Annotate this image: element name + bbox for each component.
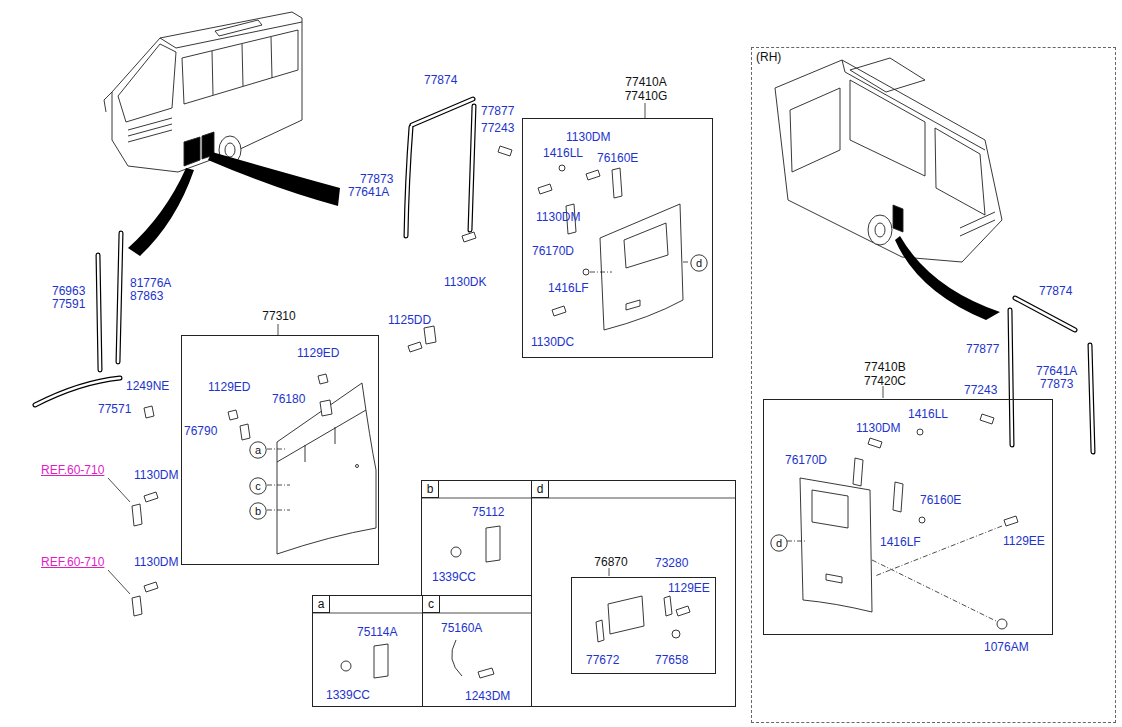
detail-circle: a: [249, 441, 267, 459]
part-number: 75112: [472, 505, 504, 519]
part-number: 77877: [481, 104, 514, 118]
detail-circle: d: [690, 254, 708, 272]
part-number: 76160E: [920, 493, 961, 507]
part-number: 1130DC: [531, 335, 574, 349]
detail-letter: d: [690, 254, 708, 272]
detail-circle: d: [770, 534, 788, 552]
part-number: 77672: [586, 653, 619, 667]
part-number: 81776A: [130, 276, 171, 290]
detail-letter: c: [423, 596, 440, 613]
part-number: 1129ED: [297, 346, 339, 360]
detail-letter: b: [249, 502, 267, 520]
part-number: 1339CC: [326, 688, 370, 702]
part-number: 1130DM: [566, 130, 610, 144]
part-number: 76170D: [532, 244, 574, 258]
part-number: 1125DD: [388, 313, 431, 327]
part-number: 77874: [424, 73, 457, 87]
part-number: 87863: [130, 289, 163, 303]
part-number: 75114A: [357, 625, 397, 639]
part-group-box: 77410B 77420Cd: [763, 399, 1053, 635]
part-number: 1243DM: [465, 689, 510, 703]
detail-circle: c: [249, 477, 267, 495]
part-number: 77243: [481, 121, 514, 135]
part-group-box: 77310acb: [181, 335, 379, 565]
part-number: 1416LL: [908, 407, 948, 421]
part-number: 77243: [964, 383, 997, 397]
part-number: 77874: [1039, 284, 1072, 298]
part-number: 76180: [272, 392, 305, 406]
part-number: 1130DK: [444, 275, 486, 289]
group-heading: 77410B 77420C: [864, 360, 906, 388]
reference-link: REF.60-710: [41, 463, 104, 477]
detail-letter: (RH): [756, 50, 781, 64]
part-number: 1416LL: [543, 146, 583, 160]
part-number: 1076AM: [984, 640, 1029, 654]
detail-letter: a: [313, 596, 330, 613]
detail-letter: d: [770, 534, 788, 552]
part-number: 1129ED: [208, 380, 250, 394]
detail-letter: a: [249, 441, 267, 459]
part-number: 76963: [52, 284, 85, 298]
part-number: 1130DM: [856, 421, 900, 435]
reference-link: REF.60-710: [41, 555, 104, 569]
detail-letter: b: [422, 481, 439, 498]
part-number: 1130DM: [536, 210, 580, 224]
part-number: 77873: [1040, 377, 1073, 391]
part-number: 77571: [98, 402, 131, 416]
part-number: 1130DM: [134, 555, 178, 569]
part-number: 1129EE: [1003, 534, 1045, 548]
part-number: 77873: [360, 172, 393, 186]
part-number: 76160E: [597, 151, 638, 165]
part-number: 1416LF: [880, 535, 921, 549]
part-number: 77641A: [1036, 364, 1077, 378]
part-number: 1129EE: [668, 581, 710, 595]
part-number: 77641A: [348, 185, 389, 199]
detail-letter: d: [532, 481, 549, 498]
detail-circle: b: [249, 502, 267, 520]
part-number: 77877: [966, 342, 999, 356]
part-number: 73280: [655, 556, 688, 570]
part-number: 1130DM: [134, 468, 178, 482]
part-number: 1416LF: [548, 281, 589, 295]
part-number: 75160A: [441, 621, 482, 635]
part-number: 77591: [52, 297, 85, 311]
part-number: 76170D: [785, 453, 827, 467]
part-number: 1339CC: [432, 570, 476, 584]
group-heading: 76870: [594, 555, 627, 569]
part-number: 77658: [655, 653, 688, 667]
group-heading: 77310: [262, 309, 295, 323]
part-number: 76790: [184, 424, 217, 438]
part-number: 1249NE: [126, 379, 169, 393]
group-heading: 77410A 77410G: [625, 75, 668, 103]
detail-letter: c: [249, 477, 267, 495]
